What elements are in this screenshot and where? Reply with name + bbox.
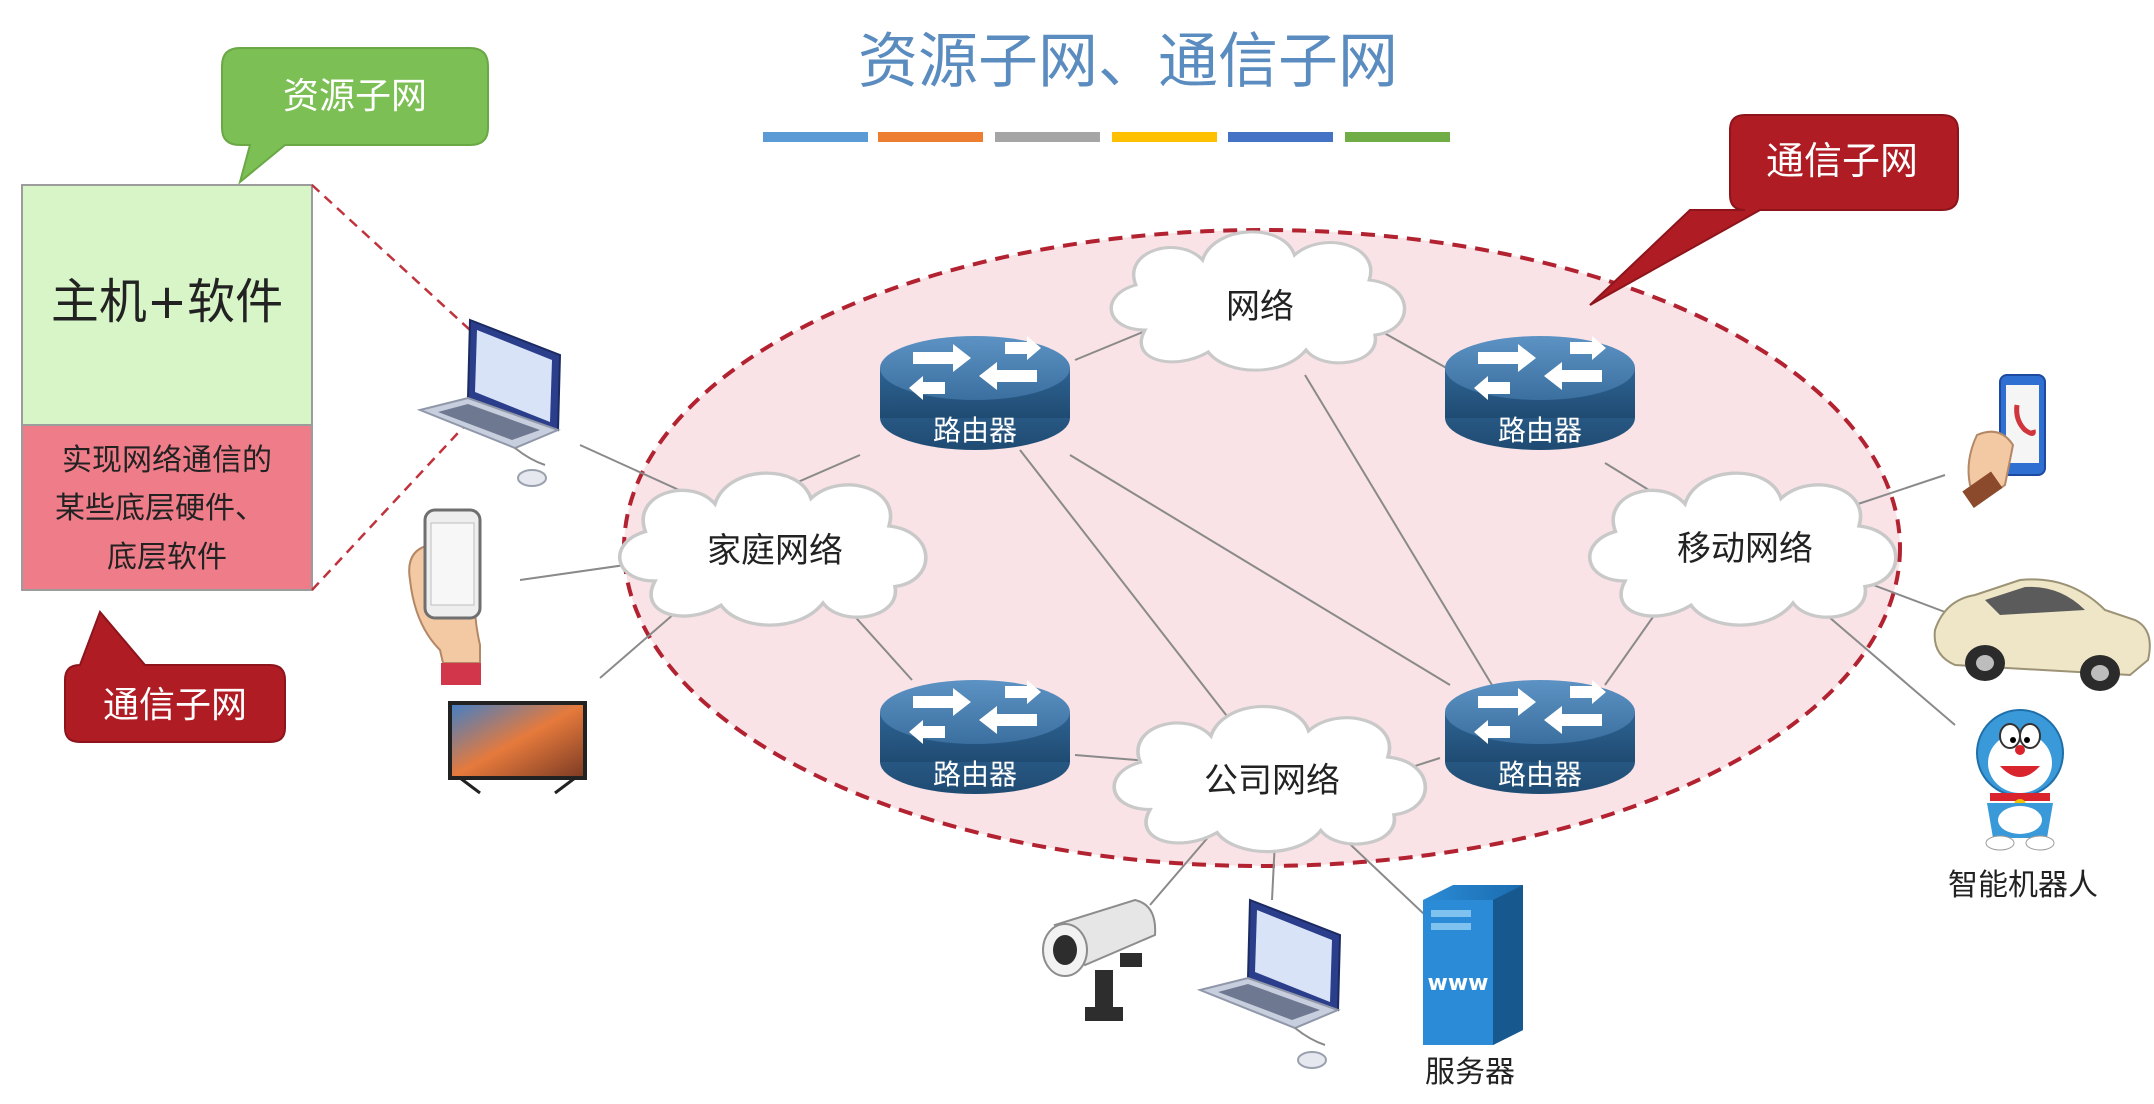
robot-label: 智能机器人 — [1948, 868, 2098, 903]
host-software-box — [21, 184, 313, 591]
callout-comm-subnet-left-text: 通信子网 — [103, 685, 247, 726]
title-underline — [763, 132, 1450, 142]
page-title: 资源子网、通信子网 — [858, 27, 1398, 97]
server-screen-label: www — [1428, 971, 1489, 996]
callout-comm-subnet-right — [1589, 114, 1959, 306]
router-label-bottom-left: 路由器 — [933, 758, 1017, 791]
tv-icon — [448, 701, 587, 795]
lower-layer-line-2: 某些底层硬件、 — [55, 491, 265, 526]
network-links — [519, 324, 1956, 916]
host-software-label: 主机+软件 — [51, 274, 283, 330]
smartphone-icon — [408, 508, 482, 685]
security-camera-icon — [1042, 898, 1157, 1021]
callout-resource-subnet-text: 资源子网 — [283, 76, 427, 117]
cloud-label-home: 家庭网络 — [707, 531, 843, 571]
zoom-lines — [311, 184, 471, 591]
callout-comm-subnet-left — [64, 610, 286, 743]
cloud-label-company: 公司网络 — [1204, 761, 1340, 801]
router-label-bottom-right: 路由器 — [1498, 758, 1582, 791]
server-icon — [1423, 885, 1523, 1045]
server-label: 服务器 — [1425, 1055, 1515, 1090]
lower-layer-line-3: 底层软件 — [107, 540, 227, 575]
router-label-top-right: 路由器 — [1498, 414, 1582, 447]
robot-icon — [1976, 709, 2064, 851]
car-icon — [1933, 578, 2151, 691]
laptop-icon — [1196, 898, 1342, 1069]
cloud-label-mobile: 移动网络 — [1677, 529, 1813, 569]
router-label-top-left: 路由器 — [933, 414, 1017, 447]
callout-comm-subnet-right-text: 通信子网 — [1766, 139, 1918, 183]
lower-layer-line-1: 实现网络通信的 — [62, 443, 272, 478]
laptop-icon — [416, 318, 562, 487]
phone-in-hand-icon — [1962, 374, 2046, 508]
callout-resource-subnet — [221, 47, 489, 185]
cloud-label-network: 网络 — [1226, 287, 1294, 327]
